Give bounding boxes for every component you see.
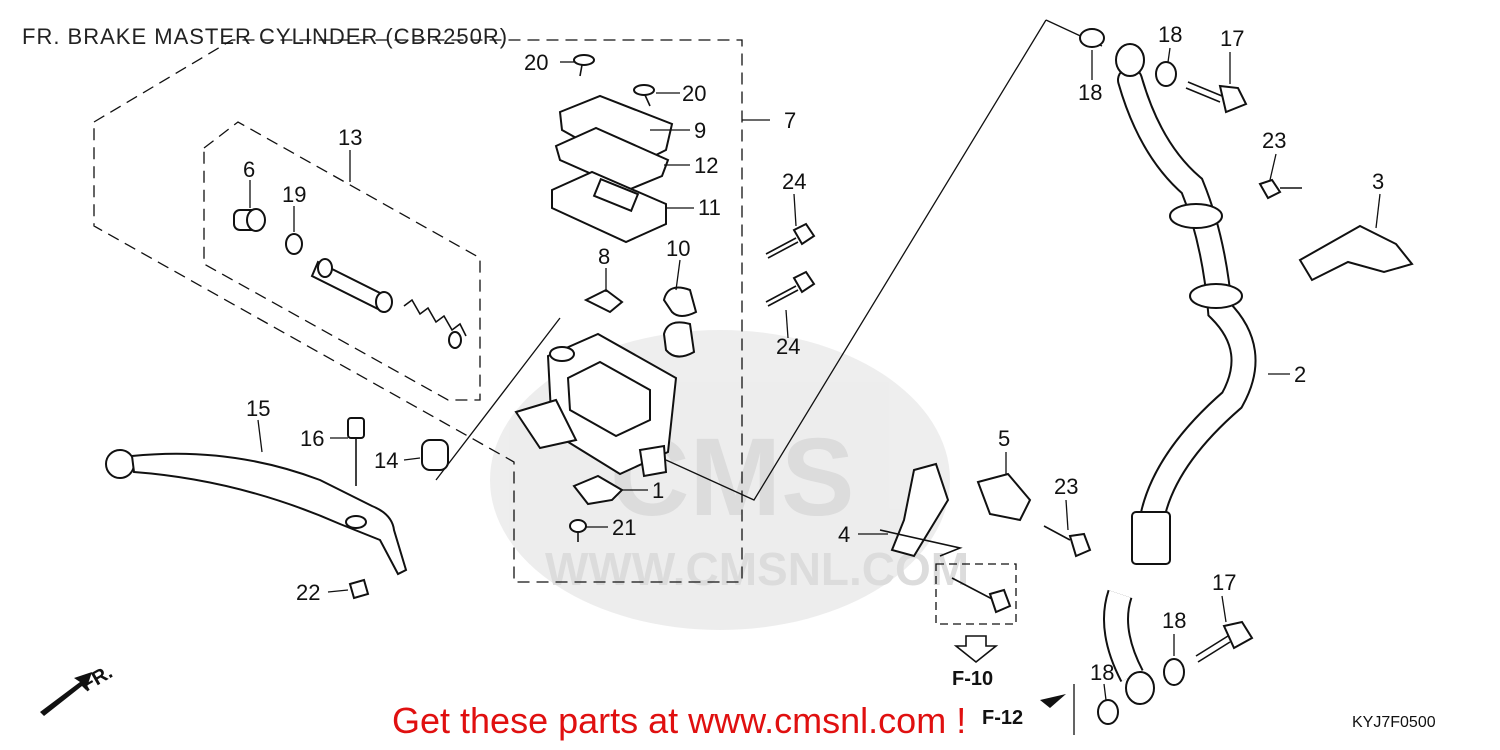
ref-box-f10 bbox=[935, 563, 1017, 625]
part-spring bbox=[403, 298, 467, 349]
part-screw-20-upper bbox=[573, 54, 595, 77]
callout-23b: 23 bbox=[1054, 474, 1078, 499]
part-pivot-bolt-16 bbox=[347, 417, 365, 486]
part-bracket-4-wire bbox=[879, 529, 963, 557]
part-diaphragm-11-boss bbox=[592, 177, 640, 213]
leader-14 bbox=[435, 317, 561, 481]
fr-label: FR. bbox=[78, 661, 117, 696]
part-clip-8 bbox=[583, 288, 624, 314]
callout-4: 4 bbox=[838, 522, 850, 547]
ref-arrow-f12 bbox=[1040, 694, 1066, 708]
part-bolt-17-upper bbox=[1185, 81, 1248, 114]
part-circlip-19 bbox=[285, 233, 303, 255]
callout-18d: 18 bbox=[1090, 660, 1114, 685]
part-bolt-24-upper bbox=[765, 222, 816, 259]
callout-10: 10 bbox=[666, 236, 690, 261]
callout-20b: 20 bbox=[682, 81, 706, 106]
callout-18b: 18 bbox=[1078, 80, 1102, 105]
part-ref-bolt bbox=[951, 577, 1012, 614]
part-washer-18-a bbox=[1079, 28, 1105, 48]
callout-9: 9 bbox=[694, 118, 706, 143]
part-boot-6 bbox=[233, 208, 266, 232]
callout-23a: 23 bbox=[1262, 128, 1286, 153]
ref-label-f10: F-10 bbox=[952, 668, 993, 690]
callout-21: 21 bbox=[612, 515, 636, 540]
part-switch-1 bbox=[572, 474, 624, 506]
ref-label-f12: F-12 bbox=[982, 707, 1023, 729]
callout-24b: 24 bbox=[776, 334, 800, 359]
part-master-cylinder-body bbox=[514, 332, 678, 478]
callout-22: 22 bbox=[296, 580, 320, 605]
part-screw-21 bbox=[569, 519, 587, 542]
part-bolt-24-lower bbox=[765, 270, 816, 307]
assy-box-outline bbox=[93, 39, 743, 583]
promo-text[interactable]: Get these parts at www.cmsnl.com ! bbox=[392, 700, 967, 741]
callout-18a: 18 bbox=[1158, 22, 1182, 47]
diagram-title: FR. BRAKE MASTER CYLINDER (CBR250R) bbox=[22, 24, 509, 49]
callout-15: 15 bbox=[246, 396, 270, 421]
callout-2: 2 bbox=[1294, 362, 1306, 387]
leader-hose-bolt bbox=[665, 19, 1047, 501]
callout-16: 16 bbox=[300, 426, 324, 451]
callout-14: 14 bbox=[374, 448, 398, 473]
part-diaphragm-11 bbox=[551, 170, 667, 244]
part-screw-20-lower bbox=[633, 84, 655, 107]
callout-6: 6 bbox=[243, 157, 255, 182]
callout-24a: 24 bbox=[782, 169, 806, 194]
part-collar-14 bbox=[421, 439, 449, 471]
callout-12: 12 bbox=[694, 153, 718, 178]
part-washer-18-d bbox=[1097, 699, 1119, 725]
part-washer-18-c bbox=[1163, 658, 1185, 686]
part-holder-10 bbox=[662, 286, 698, 358]
callout-7: 7 bbox=[784, 108, 796, 133]
diagram-code: KYJ7F0500 bbox=[1352, 714, 1436, 731]
part-bolt-17-lower bbox=[1195, 620, 1254, 663]
part-bolt-23-upper bbox=[1258, 178, 1302, 200]
part-bracket-4 bbox=[890, 462, 950, 558]
part-piston bbox=[310, 258, 393, 313]
ref-arrow-f10 bbox=[953, 635, 999, 664]
part-bolt-23-lower bbox=[1043, 525, 1092, 558]
part-washer-18-b bbox=[1155, 61, 1177, 87]
callout-18c: 18 bbox=[1162, 608, 1186, 633]
part-sensor-5 bbox=[976, 472, 1032, 522]
piston-set-box-outline bbox=[203, 121, 481, 401]
callout-17b: 17 bbox=[1212, 570, 1236, 595]
fr-arrow-icon bbox=[40, 672, 92, 716]
part-lever-15 bbox=[105, 449, 408, 576]
part-nut-22 bbox=[348, 578, 370, 600]
callout-5: 5 bbox=[998, 426, 1010, 451]
callout-17a: 17 bbox=[1220, 26, 1244, 51]
part-brake-hose-2 bbox=[1103, 43, 1257, 705]
callout-8: 8 bbox=[598, 244, 610, 269]
callout-3: 3 bbox=[1372, 169, 1384, 194]
part-clamp-3 bbox=[1298, 224, 1414, 282]
callout-19: 19 bbox=[282, 182, 306, 207]
callout-1: 1 bbox=[652, 478, 664, 503]
callout-20a: 20 bbox=[524, 50, 548, 75]
part-plate-12 bbox=[554, 126, 670, 192]
callout-11: 11 bbox=[698, 195, 721, 220]
callout-13: 13 bbox=[338, 125, 362, 150]
